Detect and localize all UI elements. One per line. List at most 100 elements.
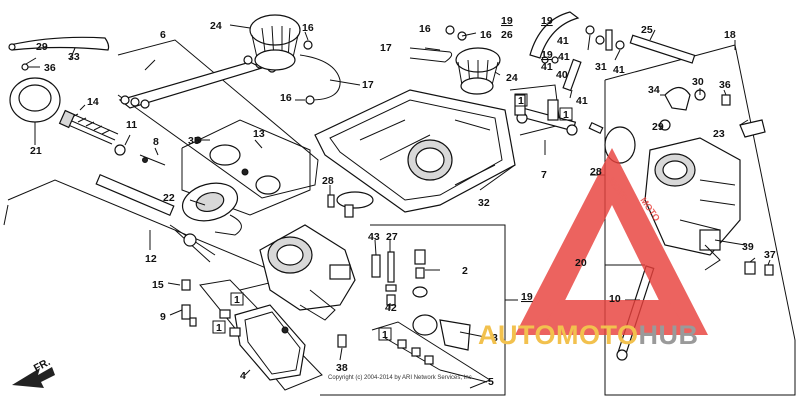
screw-42 — [386, 294, 396, 306]
jet-41-a — [585, 25, 595, 35]
part-label-31: 31 — [595, 61, 607, 73]
part-label-14: 14 — [87, 96, 99, 108]
part-label-19: 19 — [521, 291, 533, 303]
part-label-21: 21 — [30, 145, 42, 157]
part-label-10: 10 — [609, 293, 621, 305]
clamp-29-right — [659, 119, 671, 131]
air-cleaner-case-32 — [314, 89, 516, 213]
carburetor-body — [259, 224, 356, 321]
part-label-41: 41 — [558, 51, 570, 63]
group-box-13 — [181, 119, 311, 216]
group-box-6 — [117, 39, 319, 199]
part-label-15: 15 — [152, 279, 164, 291]
screw-15 — [181, 279, 191, 291]
part-label-41: 41 — [613, 64, 625, 76]
part-label-box — [212, 320, 226, 334]
part-label-19: 19 — [501, 15, 513, 27]
part-label-6: 6 — [160, 29, 166, 41]
part-label-28: 28 — [322, 175, 334, 187]
clip-23 — [739, 119, 766, 138]
screw-37 — [764, 264, 774, 276]
part-label-7: 7 — [541, 169, 547, 181]
screw-42-top — [385, 284, 397, 292]
part-label-3: 3 — [492, 332, 498, 344]
jet-41-b — [595, 35, 605, 45]
top-cover-inner — [18, 84, 52, 112]
part-label-16: 16 — [480, 29, 492, 41]
jet-41-e — [541, 56, 549, 64]
clip-28 — [344, 204, 354, 218]
vent-tube-17 — [299, 54, 341, 101]
screw-36-left — [21, 63, 29, 71]
air-funnel-24-mid — [455, 47, 501, 95]
part-label-box — [378, 327, 392, 341]
part-label-17: 17 — [362, 79, 374, 91]
watermark-logo-triangle: MOTO MOTO — [515, 148, 708, 335]
drain-screw-38 — [337, 334, 347, 348]
part-label-42: 42 — [385, 302, 397, 314]
screw-31 — [605, 29, 613, 51]
part-label-1: 1 — [216, 322, 222, 334]
part-label-37: 37 — [764, 249, 776, 261]
tube-17-right — [409, 47, 453, 63]
screw-43 — [371, 254, 381, 278]
link-rod-7 — [514, 94, 578, 136]
part-label-box — [559, 107, 573, 121]
float-3 — [412, 314, 471, 351]
part-label-25: 25 — [641, 24, 653, 36]
group-box-19 — [320, 224, 506, 396]
part-label-4: 4 — [240, 370, 246, 382]
clamp-16-b — [305, 95, 315, 105]
watermark-brand-part2: HUB — [638, 320, 699, 350]
part-label-11: 11 — [126, 119, 137, 131]
air-funnel-24-top — [249, 14, 301, 71]
part-label-22: 22 — [163, 192, 175, 204]
part-label-23: 23 — [713, 128, 725, 140]
diaphragm-22 — [181, 182, 242, 236]
part-label-5: 5 — [488, 376, 494, 388]
needle-27 — [387, 251, 395, 283]
part-label-1: 1 — [563, 109, 569, 121]
part-label-38: 38 — [336, 362, 348, 374]
part-label-1: 1 — [234, 294, 240, 306]
needle-clip-11 — [114, 144, 126, 156]
part-label-16: 16 — [302, 22, 314, 34]
hose-34 — [664, 86, 691, 111]
part-label-36: 36 — [719, 79, 731, 91]
clamp-16-c — [445, 25, 455, 35]
part-label-33: 33 — [68, 51, 80, 63]
front-direction-arrow — [12, 367, 55, 388]
part-label-9: 9 — [160, 311, 166, 323]
part-label-28: 28 — [590, 166, 602, 178]
part-label-29: 29 — [36, 41, 48, 53]
part-label-39: 39 — [742, 241, 754, 253]
hose-33 — [9, 36, 110, 51]
part-label-17: 17 — [380, 42, 392, 54]
part-label-box — [514, 93, 528, 107]
part-label-34: 34 — [648, 84, 660, 96]
part-label-32: 32 — [478, 197, 490, 209]
part-label-41: 41 — [557, 35, 569, 47]
part-label-29: 29 — [652, 121, 664, 133]
group-box-5 — [371, 321, 492, 389]
part-label-30: 30 — [692, 76, 704, 88]
clamp-16-a — [303, 40, 313, 50]
carburetor-assembly-18 — [644, 137, 741, 271]
part-label-1: 1 — [518, 95, 524, 107]
part-label-35: 35 — [188, 135, 200, 147]
part-label-40: 40 — [556, 69, 568, 81]
group-box-left — [3, 204, 9, 226]
ring-13 — [255, 175, 281, 195]
screw-39 — [744, 261, 756, 275]
part-label-16: 16 — [419, 23, 431, 35]
part-label-41: 41 — [541, 61, 553, 73]
screw-9-b — [189, 317, 197, 327]
vacuum-cap-13 — [209, 144, 241, 166]
screw-36-right — [721, 94, 731, 106]
part-label-26: 26 — [501, 29, 513, 41]
part-label-19: 19 — [541, 15, 553, 27]
part-label-41: 41 — [576, 95, 588, 107]
